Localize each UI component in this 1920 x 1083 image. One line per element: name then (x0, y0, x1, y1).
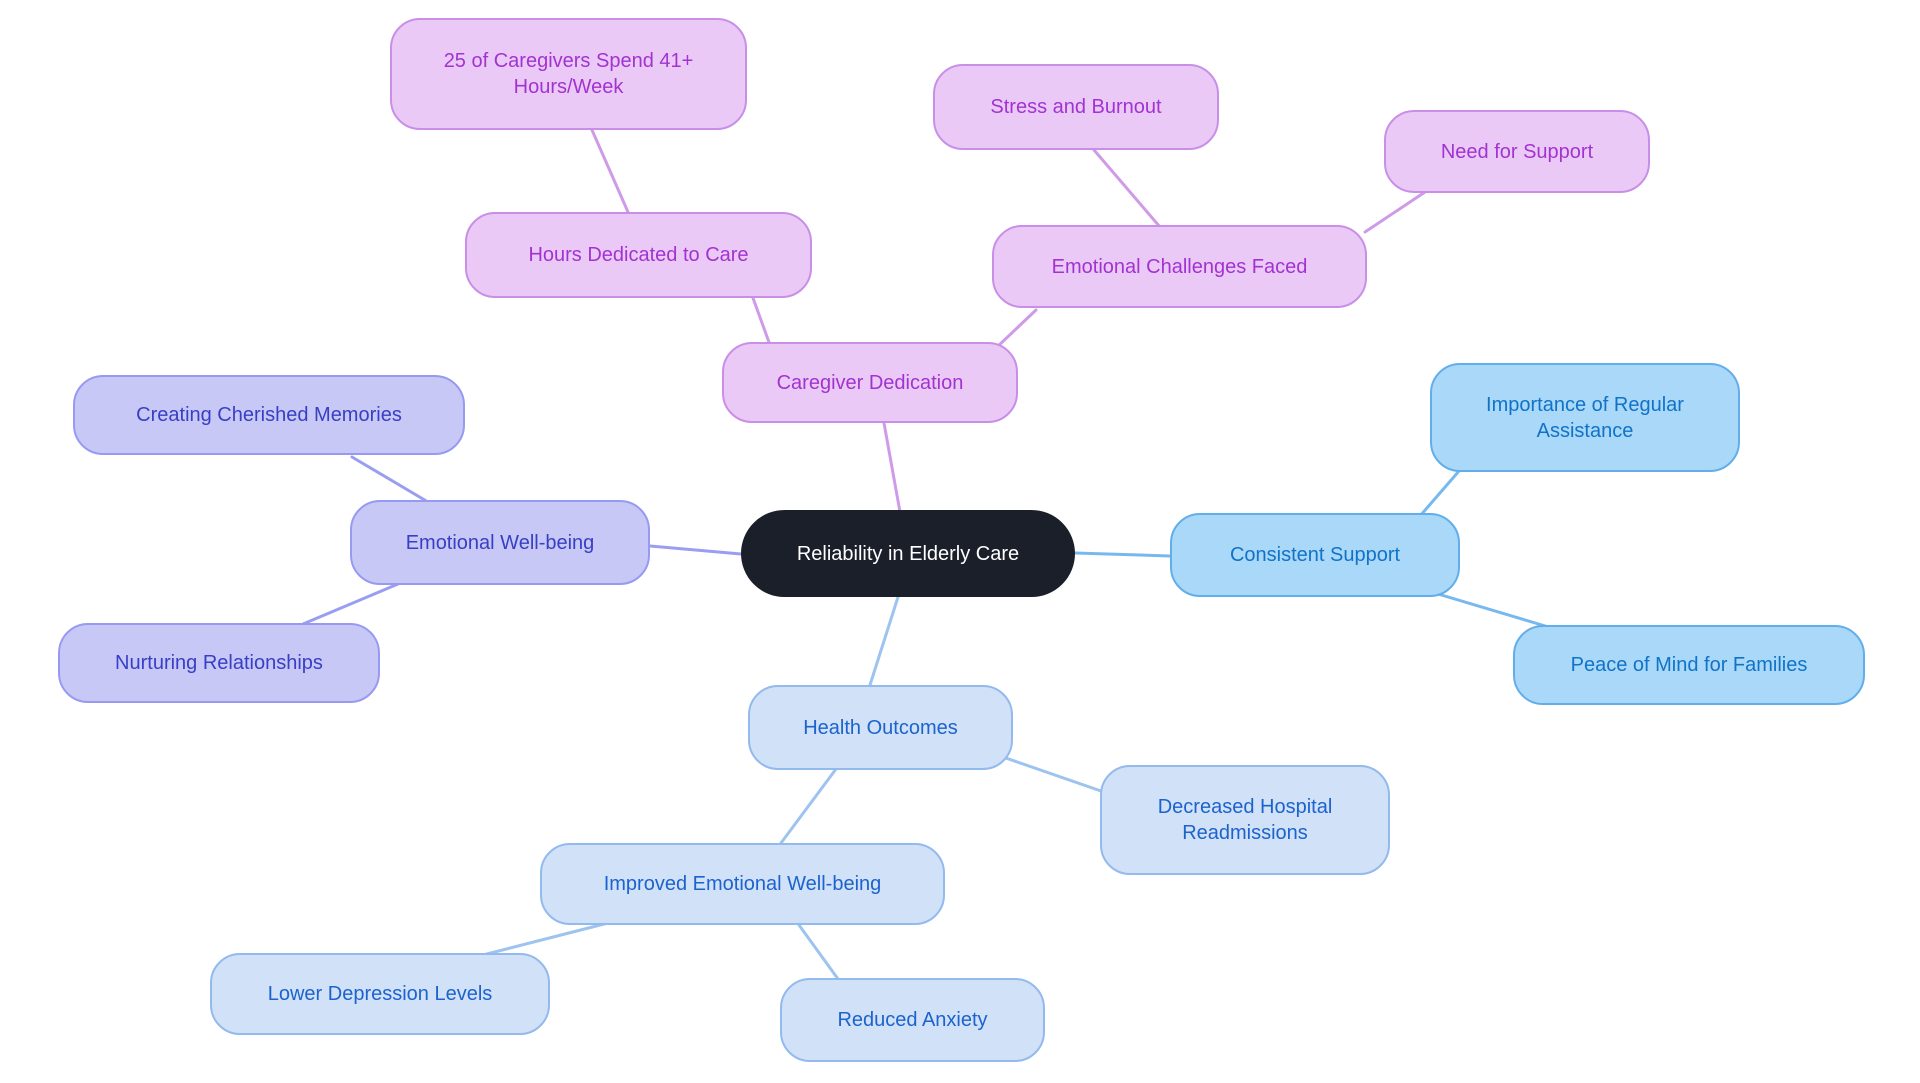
node-label: Decreased Hospital Readmissions (1157, 796, 1333, 844)
edge-emotional-wellbeing-nurturing-relationships (301, 582, 400, 626)
node-lower-depression-levels[interactable]: Lower Depression Levels (210, 953, 550, 1035)
node-caregivers-spend-41-hours[interactable]: 25 of Caregivers Spend 41+ Hours/Week (390, 18, 747, 130)
node-label: Caregiver Dedication (776, 371, 964, 394)
node-label: Importance of Regular Assistance (1486, 393, 1684, 442)
node-improved-emotional-well-being[interactable]: Improved Emotional Well-being (540, 843, 945, 925)
node-central-topic[interactable]: Reliability in Elderly Care (741, 510, 1075, 597)
node-label: Stress and Burnout (990, 96, 1162, 118)
edge-emotional-wellbeing-creating-memories (350, 455, 430, 504)
node-peace-of-mind-for-families[interactable]: Peace of Mind for Families (1513, 625, 1865, 705)
node-label: Creating Cherished Memories (136, 404, 402, 426)
node-label: Need for Support (1440, 140, 1594, 163)
node-label: Peace of Mind for Families (1570, 654, 1808, 676)
node-stress-and-burnout[interactable]: Stress and Burnout (933, 64, 1219, 150)
node-health-outcomes[interactable]: Health Outcomes (748, 685, 1013, 770)
edge-health-outcomes-decreased-hospital (998, 754, 1103, 793)
node-label: Reduced Anxiety (837, 1009, 988, 1031)
node-nurturing-relationships[interactable]: Nurturing Relationships (58, 623, 380, 703)
node-hours-dedicated-to-care[interactable]: Hours Dedicated to Care (465, 212, 812, 298)
edge-caregiver-dedication-hours-dedicated (751, 296, 772, 347)
node-decreased-hospital-readmissions[interactable]: Decreased Hospital Readmissions (1100, 765, 1390, 875)
edge-improved-wellbeing-lower-depression (477, 921, 610, 958)
node-caregiver-dedication[interactable]: Caregiver Dedication (722, 342, 1018, 423)
node-creating-cherished-memories[interactable]: Creating Cherished Memories (73, 375, 465, 455)
node-importance-of-regular-assistance[interactable]: Importance of Regular Assistance (1430, 363, 1740, 472)
node-emotional-well-being[interactable]: Emotional Well-being (350, 500, 650, 585)
edge-hours-dedicated-caregivers-spend-41 (590, 128, 630, 214)
node-need-for-support[interactable]: Need for Support (1384, 110, 1650, 193)
node-label: Emotional Challenges Faced (1051, 255, 1308, 278)
edge-center-caregiver-dedication (882, 421, 902, 514)
edge-improved-wellbeing-reduced-anxiety (797, 923, 840, 981)
edge-emotional-challenges-stress-burnout (1092, 148, 1162, 229)
edge-health-outcomes-improved-wellbeing (779, 767, 838, 845)
edge-center-emotional-wellbeing (648, 544, 743, 556)
edge-consistent-support-peace-of-mind (1426, 589, 1554, 630)
edge-emotional-challenges-need-support (1363, 190, 1427, 234)
node-label: Improved Emotional Well-being (603, 873, 882, 895)
node-label: Consistent Support (1229, 544, 1401, 566)
node-label: Lower Depression Levels (267, 983, 493, 1005)
edge-center-health-outcomes (868, 595, 900, 687)
edge-center-consistent-support (1073, 551, 1172, 558)
node-label: 25 of Caregivers Spend 41+ Hours/Week (443, 50, 694, 98)
edge-caregiver-dedication-emotional-challenges (994, 308, 1038, 350)
node-label: Health Outcomes (803, 716, 958, 739)
node-label: Emotional Well-being (405, 531, 595, 554)
edge-consistent-support-importance-regular (1418, 469, 1461, 518)
node-label: Hours Dedicated to Care (528, 244, 749, 266)
node-emotional-challenges-faced[interactable]: Emotional Challenges Faced (992, 225, 1367, 308)
node-label: Reliability in Elderly Care (796, 542, 1020, 565)
node-consistent-support[interactable]: Consistent Support (1170, 513, 1460, 597)
node-reduced-anxiety[interactable]: Reduced Anxiety (780, 978, 1045, 1062)
node-label: Nurturing Relationships (115, 652, 323, 674)
